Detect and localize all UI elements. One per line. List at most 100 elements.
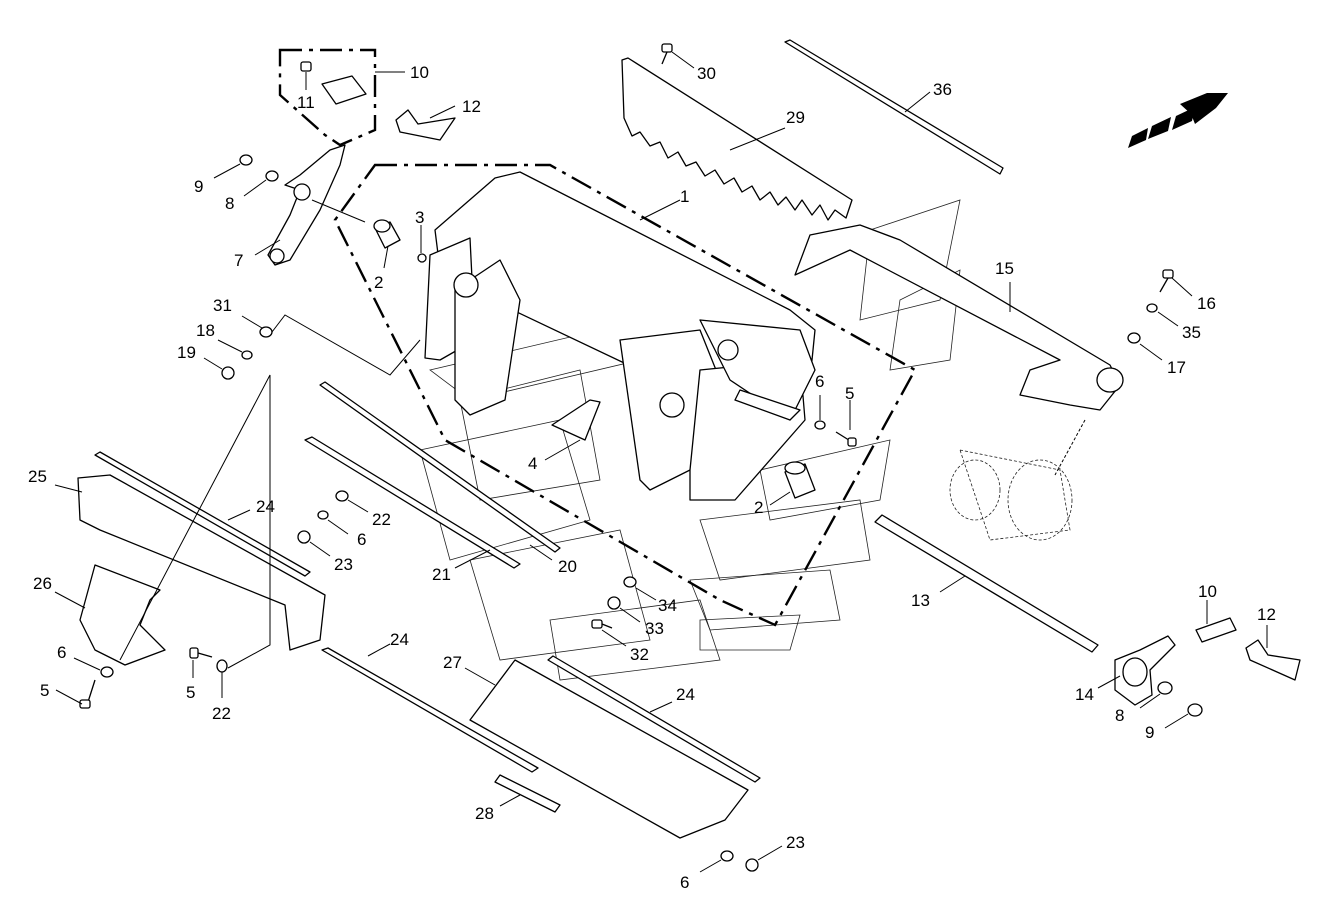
part-17-washer bbox=[1127, 332, 1163, 361]
callout-22: 22 bbox=[372, 510, 391, 529]
part-6-washer-left bbox=[73, 657, 114, 678]
callout-36: 36 bbox=[933, 80, 952, 99]
callout-22: 22 bbox=[212, 704, 231, 723]
callout-19: 19 bbox=[177, 343, 196, 362]
part-10-sensor-right bbox=[1195, 600, 1237, 643]
callout-7: 7 bbox=[234, 251, 243, 270]
part-28-plate bbox=[494, 774, 561, 813]
part-9-ring-right bbox=[1164, 703, 1203, 729]
part-8-washer-left bbox=[243, 170, 279, 197]
callout-12: 12 bbox=[462, 97, 481, 116]
part-24-strip-left bbox=[94, 451, 311, 577]
part-30-bolt bbox=[661, 43, 695, 69]
callout-6: 6 bbox=[357, 530, 366, 549]
part-3-nut bbox=[417, 225, 427, 263]
callout-9: 9 bbox=[1145, 723, 1154, 742]
part-23-nut-bottom bbox=[745, 845, 783, 872]
callout-10: 10 bbox=[1198, 582, 1217, 601]
callout-5: 5 bbox=[845, 384, 854, 403]
gearbox-ghost bbox=[949, 419, 1086, 541]
callout-6: 6 bbox=[57, 643, 66, 662]
part-14-lever-right bbox=[1097, 635, 1176, 706]
part-25-guard-left bbox=[54, 474, 326, 651]
part-36-strip bbox=[784, 39, 1004, 175]
callout-14: 14 bbox=[1075, 685, 1094, 704]
part-10-sensor bbox=[321, 71, 405, 105]
callout-25: 25 bbox=[28, 467, 47, 486]
callout-23: 23 bbox=[334, 555, 353, 574]
part-22-washer-left bbox=[216, 659, 228, 698]
part-13-shaft bbox=[874, 514, 1099, 653]
leader-guard-to-frame bbox=[119, 374, 271, 669]
callout-30: 30 bbox=[697, 64, 716, 83]
part-16-bolt bbox=[1159, 269, 1193, 297]
direction-arrow-icon bbox=[1128, 93, 1228, 148]
part-11-bolt bbox=[300, 61, 312, 90]
part-32-bolt bbox=[591, 619, 627, 647]
part-2-bushing-right bbox=[769, 461, 816, 506]
part-26-bracket bbox=[54, 564, 166, 666]
part-31-washer bbox=[241, 315, 273, 338]
callout-26: 26 bbox=[33, 574, 52, 593]
callout-24: 24 bbox=[676, 685, 695, 704]
callout-33: 33 bbox=[645, 619, 664, 638]
part-5-bolt-left bbox=[55, 679, 96, 709]
part-6-washer-center bbox=[317, 510, 349, 535]
callout-34: 34 bbox=[658, 596, 677, 615]
callout-27: 27 bbox=[443, 653, 462, 672]
callout-31: 31 bbox=[213, 296, 232, 315]
part-8-washer-right bbox=[1139, 681, 1173, 709]
callout-15: 15 bbox=[995, 259, 1014, 278]
callout-9: 9 bbox=[194, 177, 203, 196]
callout-28: 28 bbox=[475, 804, 494, 823]
part-29-knife-bar bbox=[621, 57, 853, 221]
part-4-plate bbox=[544, 399, 601, 461]
part-5-bolt-mid bbox=[189, 647, 213, 678]
part-15-guard-cover bbox=[794, 224, 1124, 411]
part-33-nut bbox=[607, 596, 641, 623]
callout-35: 35 bbox=[1182, 323, 1201, 342]
part-7-lever-arm bbox=[254, 144, 366, 266]
callout-21: 21 bbox=[432, 565, 451, 584]
callout-29: 29 bbox=[786, 108, 805, 127]
part-23-nut-center bbox=[297, 530, 331, 557]
callout-3: 3 bbox=[415, 208, 424, 227]
callout-12: 12 bbox=[1257, 605, 1276, 624]
part-6-washer-right bbox=[814, 395, 826, 430]
callout-6: 6 bbox=[815, 372, 824, 391]
callout-10: 10 bbox=[410, 63, 429, 82]
part-21-strip bbox=[304, 436, 521, 569]
part-24-strip-right bbox=[547, 655, 761, 783]
part-2-bushing-left bbox=[373, 219, 401, 269]
callout-6: 6 bbox=[680, 873, 689, 892]
part-22-washer-center bbox=[335, 490, 369, 513]
callout-32: 32 bbox=[630, 645, 649, 664]
callout-16: 16 bbox=[1197, 294, 1216, 313]
callout-8: 8 bbox=[1115, 706, 1124, 725]
callout-2: 2 bbox=[754, 498, 763, 517]
callout-17: 17 bbox=[1167, 358, 1186, 377]
callout-24: 24 bbox=[256, 497, 275, 516]
leader-31-to-frame bbox=[271, 314, 421, 376]
callout-2: 2 bbox=[374, 273, 383, 292]
callout-24: 24 bbox=[390, 630, 409, 649]
part-12-bracket-right bbox=[1245, 625, 1301, 681]
part-34-washer bbox=[623, 576, 657, 601]
callout-23: 23 bbox=[786, 833, 805, 852]
part-12-bracket-top bbox=[395, 105, 456, 141]
part-20-strip bbox=[319, 381, 561, 561]
part-1-main-frame bbox=[424, 171, 816, 501]
callout-11: 11 bbox=[297, 93, 315, 112]
callout-4: 4 bbox=[528, 454, 537, 473]
part-6-washer-bottom bbox=[699, 850, 734, 873]
callout-18: 18 bbox=[196, 321, 215, 340]
assembly-1-outline bbox=[333, 163, 917, 627]
part-9-ring-left bbox=[213, 154, 253, 179]
part-24-strip-mid bbox=[321, 643, 539, 773]
callout-1: 1 bbox=[680, 187, 689, 206]
callout-8: 8 bbox=[225, 194, 234, 213]
callout-13: 13 bbox=[911, 591, 930, 610]
part-5-bolt-right bbox=[835, 400, 857, 447]
part-19-nut bbox=[203, 357, 235, 380]
